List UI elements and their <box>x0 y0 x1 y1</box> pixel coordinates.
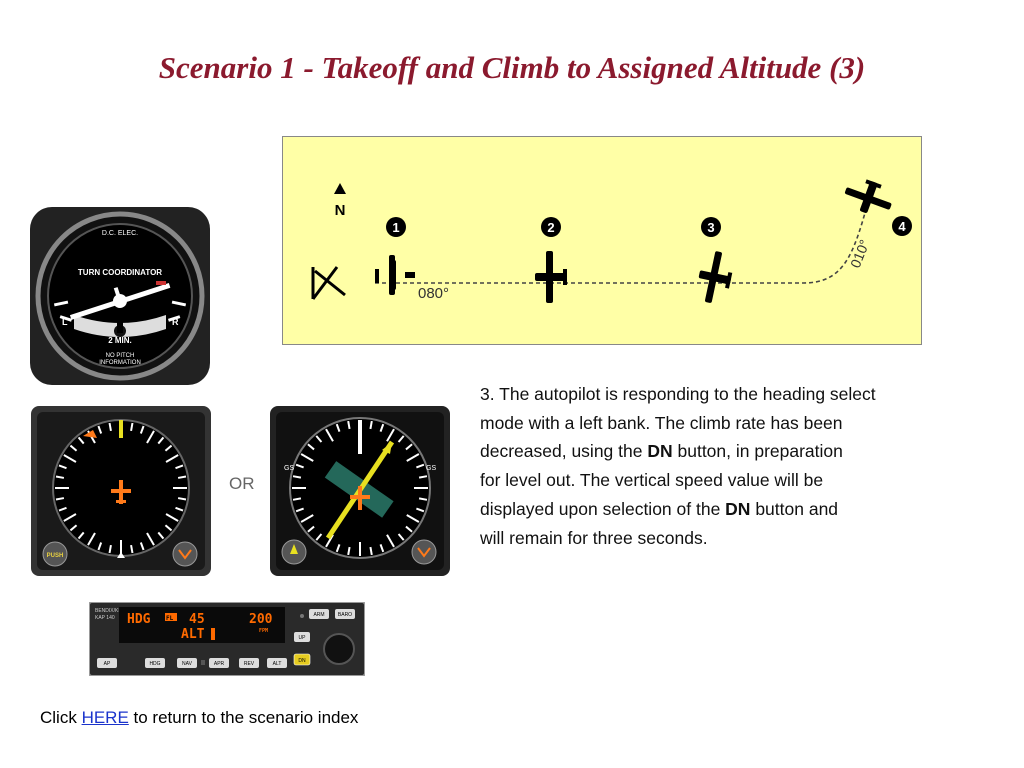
ap-rev-label: REV <box>244 661 255 667</box>
hsi-gs-left: GS <box>284 465 294 472</box>
route-diagram: N <box>282 136 922 345</box>
point-4-label: 4 <box>898 219 906 234</box>
airplane-2-icon <box>535 251 567 303</box>
heading-bug-icon <box>119 420 123 438</box>
runway-symbol-icon <box>311 266 346 300</box>
point-1-marker <box>386 217 406 237</box>
heading-indicator: PUSH <box>31 406 211 576</box>
rmi-push-label: PUSH <box>47 553 64 559</box>
hsi-gs-right: GS <box>426 465 436 472</box>
north-arrow-icon <box>334 183 346 194</box>
lubber-line <box>358 420 362 454</box>
ap-up-label: UP <box>299 635 307 641</box>
ap-display-badge: FL <box>166 615 174 622</box>
page-title: Scenario 1 - Takeoff and Climb to Assign… <box>158 50 866 85</box>
footer-nav: Click HERE to return to the scenario ind… <box>40 708 358 728</box>
point-3-marker <box>701 217 721 237</box>
description-line-4: for level out. The vertical speed value … <box>480 470 824 491</box>
autopilot-panel: BENDIX/KING KAP 140 HDG FL 45 200 FPM AL… <box>88 601 366 677</box>
heading-080-label: 080° <box>418 285 449 302</box>
tc-bottom-label-1: NO PITCH <box>106 353 135 359</box>
description-line-1: 3. The autopilot is responding to the he… <box>480 384 876 404</box>
ap-model-line2: KAP 140 <box>95 615 115 621</box>
ap-display-mode: HDG <box>127 612 151 627</box>
ap-display-right-value: 200 <box>249 612 273 627</box>
ap-display-alt: ALT <box>181 627 205 642</box>
tc-name-label: TURN COORDINATOR <box>78 268 162 277</box>
heading-010-label: 010° <box>847 237 873 270</box>
hsi-heading-knob-icon <box>411 539 437 565</box>
description-line-6: will remain for three seconds. <box>480 527 708 548</box>
description-line-2: mode with a left bank. The climb rate ha… <box>480 412 843 433</box>
point-1-label: 1 <box>392 220 399 235</box>
ap-dn-label: DN <box>298 658 306 664</box>
tc-left-label: L <box>62 317 68 327</box>
ap-hdg-label: HDG <box>149 661 160 667</box>
tc-airplane-icon <box>69 283 171 320</box>
tc-top-label: D.C. ELEC. <box>102 230 138 237</box>
ap-display-left-value: 45 <box>189 612 205 627</box>
footer-prefix: Click <box>40 708 82 727</box>
north-label: N <box>335 202 346 219</box>
ap-display-unit: FPM <box>259 628 268 634</box>
ap-nav-label: NAV <box>182 661 193 667</box>
point-2-marker <box>541 217 561 237</box>
return-to-index-link[interactable]: HERE <box>81 708 129 727</box>
hi-knob-icon <box>172 541 198 567</box>
dn-emphasis: DN <box>647 441 673 462</box>
ap-ap-label: AP <box>104 661 111 667</box>
hsi-indicator: GS GS <box>270 406 450 576</box>
point-4-marker <box>892 216 912 236</box>
or-label: OR <box>229 474 255 493</box>
ap-alt-label: ALT <box>273 661 282 667</box>
tc-right-label: R <box>172 317 179 327</box>
ap-rotary-knob-icon <box>323 633 355 665</box>
airplane-1-icon <box>375 255 415 295</box>
description-line-3: decreased, using the DN button, in prepa… <box>480 441 843 462</box>
ap-arm-label: ARM <box>313 612 324 618</box>
hsi-aircraft-icon <box>350 486 370 510</box>
ap-baro-label: BARO <box>338 612 352 618</box>
scenario-description: 3. The autopilot is responding to the he… <box>480 380 950 552</box>
point-3-label: 3 <box>707 220 714 235</box>
airplane-4-icon <box>844 179 892 213</box>
hi-aircraft-icon <box>111 480 131 504</box>
ap-model-line1: BENDIX/KING <box>95 608 127 614</box>
dn-emphasis: DN <box>725 498 751 519</box>
flight-track <box>375 201 869 284</box>
tc-bottom-label-2: INFORMATION <box>99 360 141 366</box>
turn-coordinator: D.C. ELEC. TURN COORDINATOR L R 2 MIN. N… <box>30 207 210 385</box>
footer-suffix: to return to the scenario index <box>128 708 359 727</box>
point-2-label: 2 <box>547 220 554 235</box>
tc-min-label: 2 MIN. <box>108 336 132 345</box>
airplane-3-icon <box>698 251 733 303</box>
description-line-5: displayed upon selection of the DN butto… <box>480 498 839 519</box>
ap-apr-label: APR <box>214 661 225 667</box>
